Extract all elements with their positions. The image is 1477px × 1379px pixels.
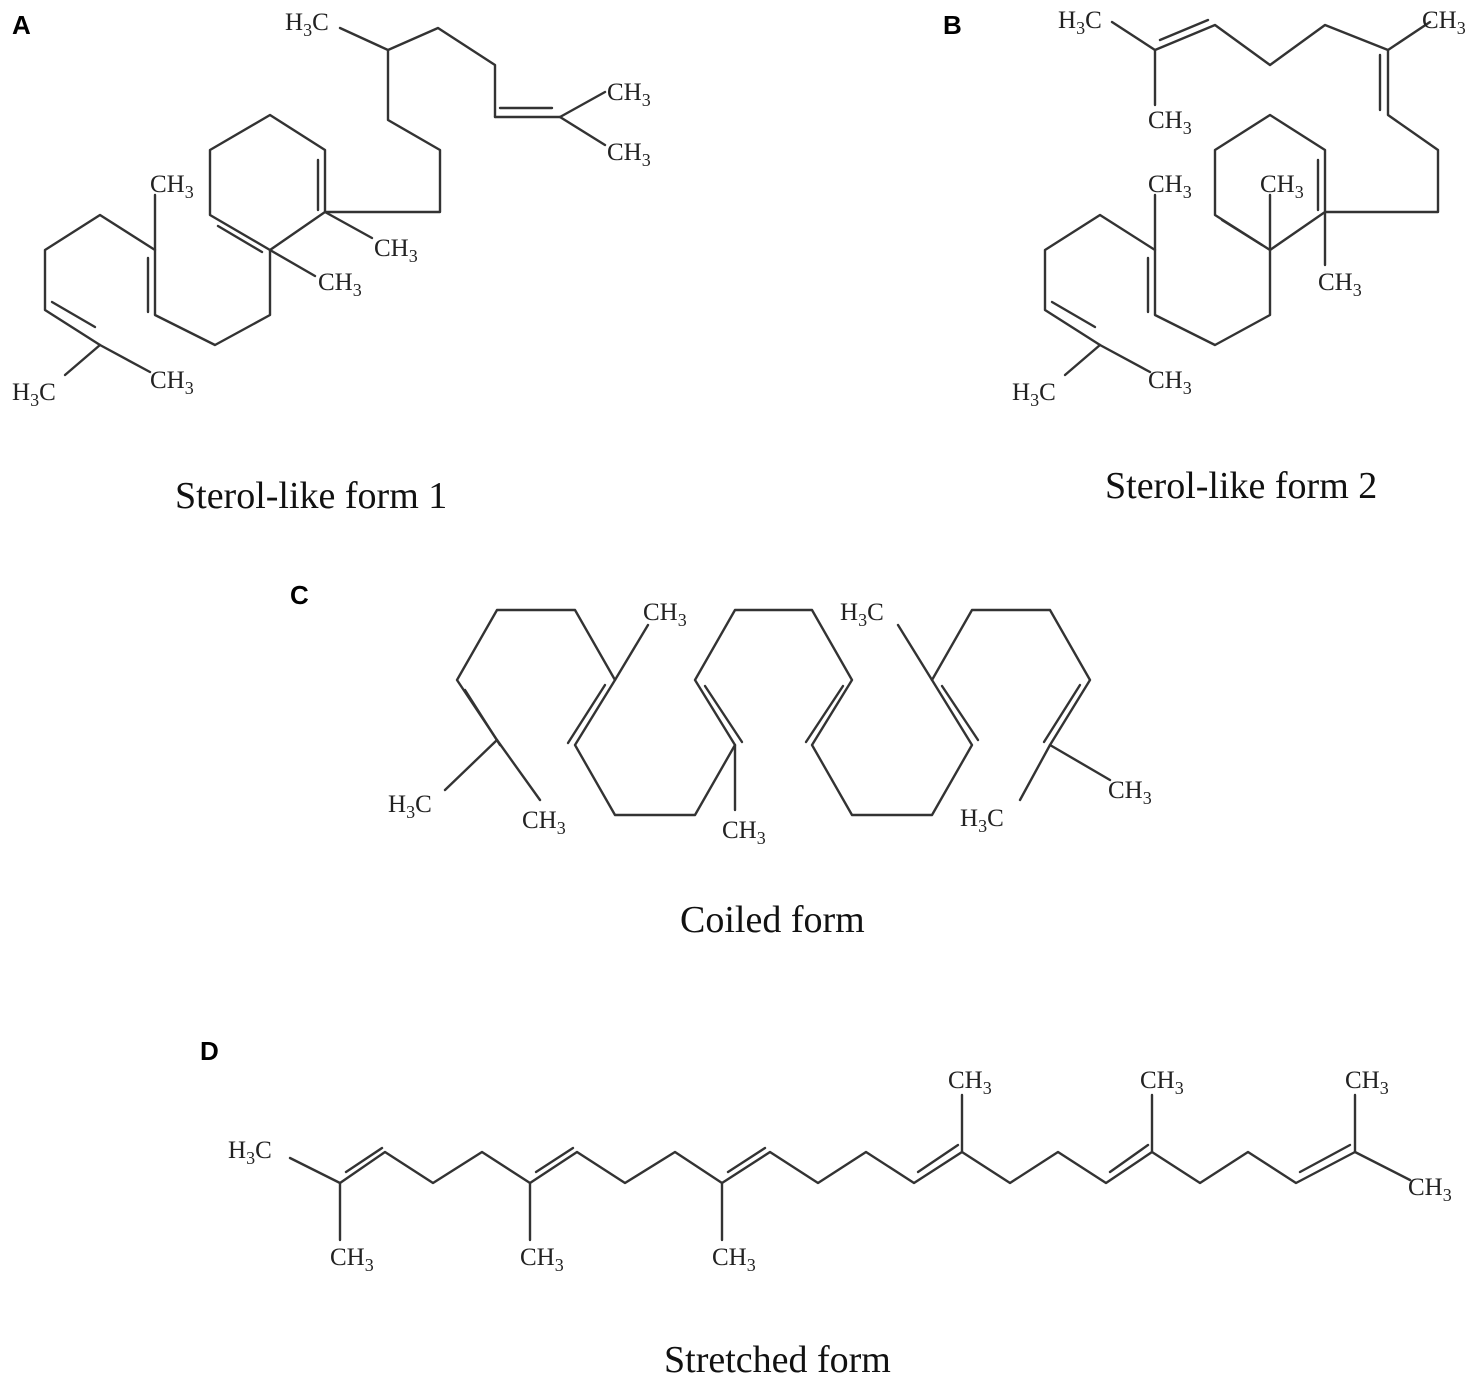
atom-label-methyl: CH3 (948, 1067, 992, 1098)
atom-label-methyl: H3C (960, 805, 1004, 836)
atom-label-methyl: CH3 (318, 269, 362, 300)
atom-label-methyl: CH3 (1148, 171, 1192, 202)
atom-label-methyl: CH3 (1422, 7, 1466, 38)
atom-label-methyl: CH3 (1408, 1174, 1452, 1205)
atom-label-methyl: CH3 (607, 139, 651, 170)
caption-sterol-like-form-2: Sterol-like form 2 (1105, 465, 1377, 507)
atom-label-methyl: CH3 (712, 1244, 756, 1275)
panel-letter-d: D (200, 1036, 219, 1066)
atom-label-methyl: CH3 (1148, 107, 1192, 138)
atom-label-methyl: H3C (388, 791, 432, 822)
atom-label-methyl: H3C (285, 9, 329, 40)
panel-letter-a: A (12, 10, 31, 40)
caption-stretched-form: Stretched form (664, 1339, 891, 1379)
caption-sterol-like-form-1: Sterol-like form 1 (175, 475, 447, 517)
atom-label-methyl: CH3 (1108, 777, 1152, 808)
atom-label-methyl: CH3 (1345, 1067, 1389, 1098)
atom-label-methyl: H3C (840, 599, 884, 630)
atom-label-methyl: CH3 (1140, 1067, 1184, 1098)
atom-label-methyl: CH3 (1318, 269, 1362, 300)
atom-label-methyl: CH3 (1260, 171, 1304, 202)
atom-label-methyl: CH3 (374, 235, 418, 266)
structure-sterol-like-form-1 (43, 26, 607, 377)
caption-coiled-form: Coiled form (680, 899, 865, 941)
atom-label-methyl: CH3 (150, 171, 194, 202)
atom-label-methyl: H3C (228, 1137, 272, 1168)
atom-label-methyl: CH3 (1148, 367, 1192, 398)
atom-label-methyl: CH3 (520, 1244, 564, 1275)
panel-letter-c: C (290, 580, 309, 610)
atom-label-methyl: CH3 (607, 79, 651, 110)
atom-label-methyl: H3C (1012, 379, 1056, 410)
atom-label-methyl: CH3 (643, 599, 687, 630)
atom-label-methyl: CH3 (522, 807, 566, 838)
structure-coiled-form (443, 608, 1112, 817)
atom-label-methyl: H3C (12, 379, 56, 410)
atom-label-methyl: CH3 (330, 1244, 374, 1275)
atom-label-methyl: CH3 (722, 817, 766, 848)
atom-label-methyl: CH3 (150, 367, 194, 398)
structure-stretched-form (288, 1093, 1412, 1242)
atom-label-methyl: H3C (1058, 7, 1102, 38)
panel-letter-b: B (943, 10, 962, 40)
structure-sterol-like-form-2 (1043, 18, 1440, 377)
